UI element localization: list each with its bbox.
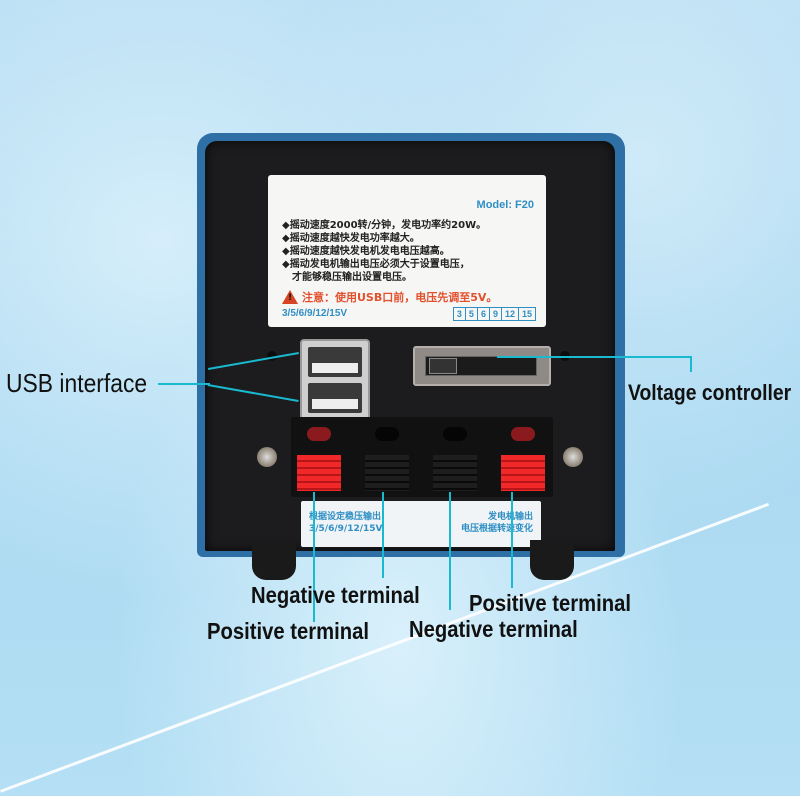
spec-line: ◆摇动发电机输出电压必须大于设置电压，	[282, 259, 470, 270]
switch-knob[interactable]	[429, 358, 457, 374]
usb-ports[interactable]	[300, 339, 370, 421]
positive-terminal-right[interactable]	[501, 423, 545, 493]
usb-port-top[interactable]	[308, 347, 362, 377]
voltage-scale: 3 5 6 9 12 15	[452, 307, 536, 321]
spec-label: Model: F20 ◆摇动速度2000转/分钟，发电功率约20W。 ◆摇动速度…	[268, 175, 546, 327]
positive-terminal-callout-1: Positive terminal	[207, 618, 369, 644]
warning-text: 注意：使用USB口前，电压先调至5V。	[302, 291, 498, 304]
voltage-option: 12	[502, 308, 519, 320]
terminal-block	[291, 417, 553, 497]
terminal-label-left: 根据设定稳压输出 3/5/6/9/12/15V	[309, 511, 383, 535]
terminal-hole	[443, 427, 467, 441]
screw-icon	[563, 447, 583, 467]
terminal-hole	[375, 427, 399, 441]
voltage-option: 9	[490, 308, 502, 320]
device-foot	[530, 540, 574, 580]
negative-terminal-left[interactable]	[365, 423, 409, 493]
voltage-option: 3	[454, 308, 466, 320]
spec-line: 才能够稳压输出设置电压。	[292, 272, 412, 283]
negative-terminal-right[interactable]	[433, 423, 477, 493]
bottom-border	[0, 796, 800, 800]
model-text: Model: F20	[476, 199, 534, 211]
spec-line: ◆摇动速度2000转/分钟，发电功率约20W。	[282, 220, 487, 231]
negative-right-callout-line	[449, 492, 451, 610]
usb-callout: USB interface	[6, 368, 148, 398]
spec-line: ◆摇动速度越快发电功率越大。	[282, 233, 420, 244]
positive-left-callout-line	[313, 492, 315, 622]
voltage-slider-switch[interactable]	[413, 346, 551, 386]
voltage-option: 6	[478, 308, 490, 320]
spec-line: ◆摇动速度越快发电机发电电压越高。	[282, 246, 450, 257]
usb-port-bottom[interactable]	[308, 383, 362, 413]
terminal-hole	[511, 427, 535, 441]
voltage-option: 5	[466, 308, 478, 320]
positive-right-callout-line	[511, 492, 513, 588]
device-foot	[252, 540, 296, 580]
device-back-panel: Model: F20 ◆摇动速度2000转/分钟，发电功率约20W。 ◆摇动速度…	[205, 141, 615, 551]
screw-icon	[257, 447, 277, 467]
positive-terminal-left[interactable]	[297, 423, 341, 493]
warning-row: ! 注意：使用USB口前，电压先调至5V。	[282, 289, 497, 305]
terminal-label-text: 3/5/6/9/12/15V	[309, 524, 383, 534]
generator-device: Model: F20 ◆摇动速度2000转/分钟，发电功率约20W。 ◆摇动速度…	[197, 133, 625, 557]
terminal-label: 根据设定稳压输出 3/5/6/9/12/15V 发电机输出 电压根据转速变化	[301, 501, 541, 547]
terminal-label-text: 发电机输出	[461, 511, 533, 523]
voltage-callout-line	[497, 356, 691, 358]
negative-terminal-callout-1: Negative terminal	[251, 582, 420, 608]
terminal-label-right: 发电机输出 电压根据转速变化	[461, 511, 533, 535]
positive-terminal-callout-2: Positive terminal	[469, 590, 631, 616]
terminal-lever[interactable]	[501, 455, 545, 491]
negative-terminal-callout-2: Negative terminal	[409, 616, 578, 642]
terminal-lever[interactable]	[297, 455, 341, 491]
usb-callout-line	[158, 383, 210, 385]
voltage-callout: Voltage controller	[628, 380, 792, 405]
terminal-lever[interactable]	[365, 455, 409, 491]
terminal-hole	[307, 427, 331, 441]
terminal-label-text: 电压根据转速变化	[460, 524, 533, 534]
terminal-lever[interactable]	[433, 455, 477, 491]
warning-icon: !	[282, 290, 298, 304]
spec-lines: ◆摇动速度2000转/分钟，发电功率约20W。 ◆摇动速度越快发电功率越大。 ◆…	[282, 219, 486, 284]
voltage-option: 15	[521, 309, 532, 319]
terminal-label-text: 根据设定稳压输出	[309, 512, 382, 522]
negative-left-callout-line	[382, 492, 384, 578]
voltage-callout-line-drop	[690, 356, 692, 372]
voltage-list: 3/5/6/9/12/15V	[282, 308, 348, 319]
